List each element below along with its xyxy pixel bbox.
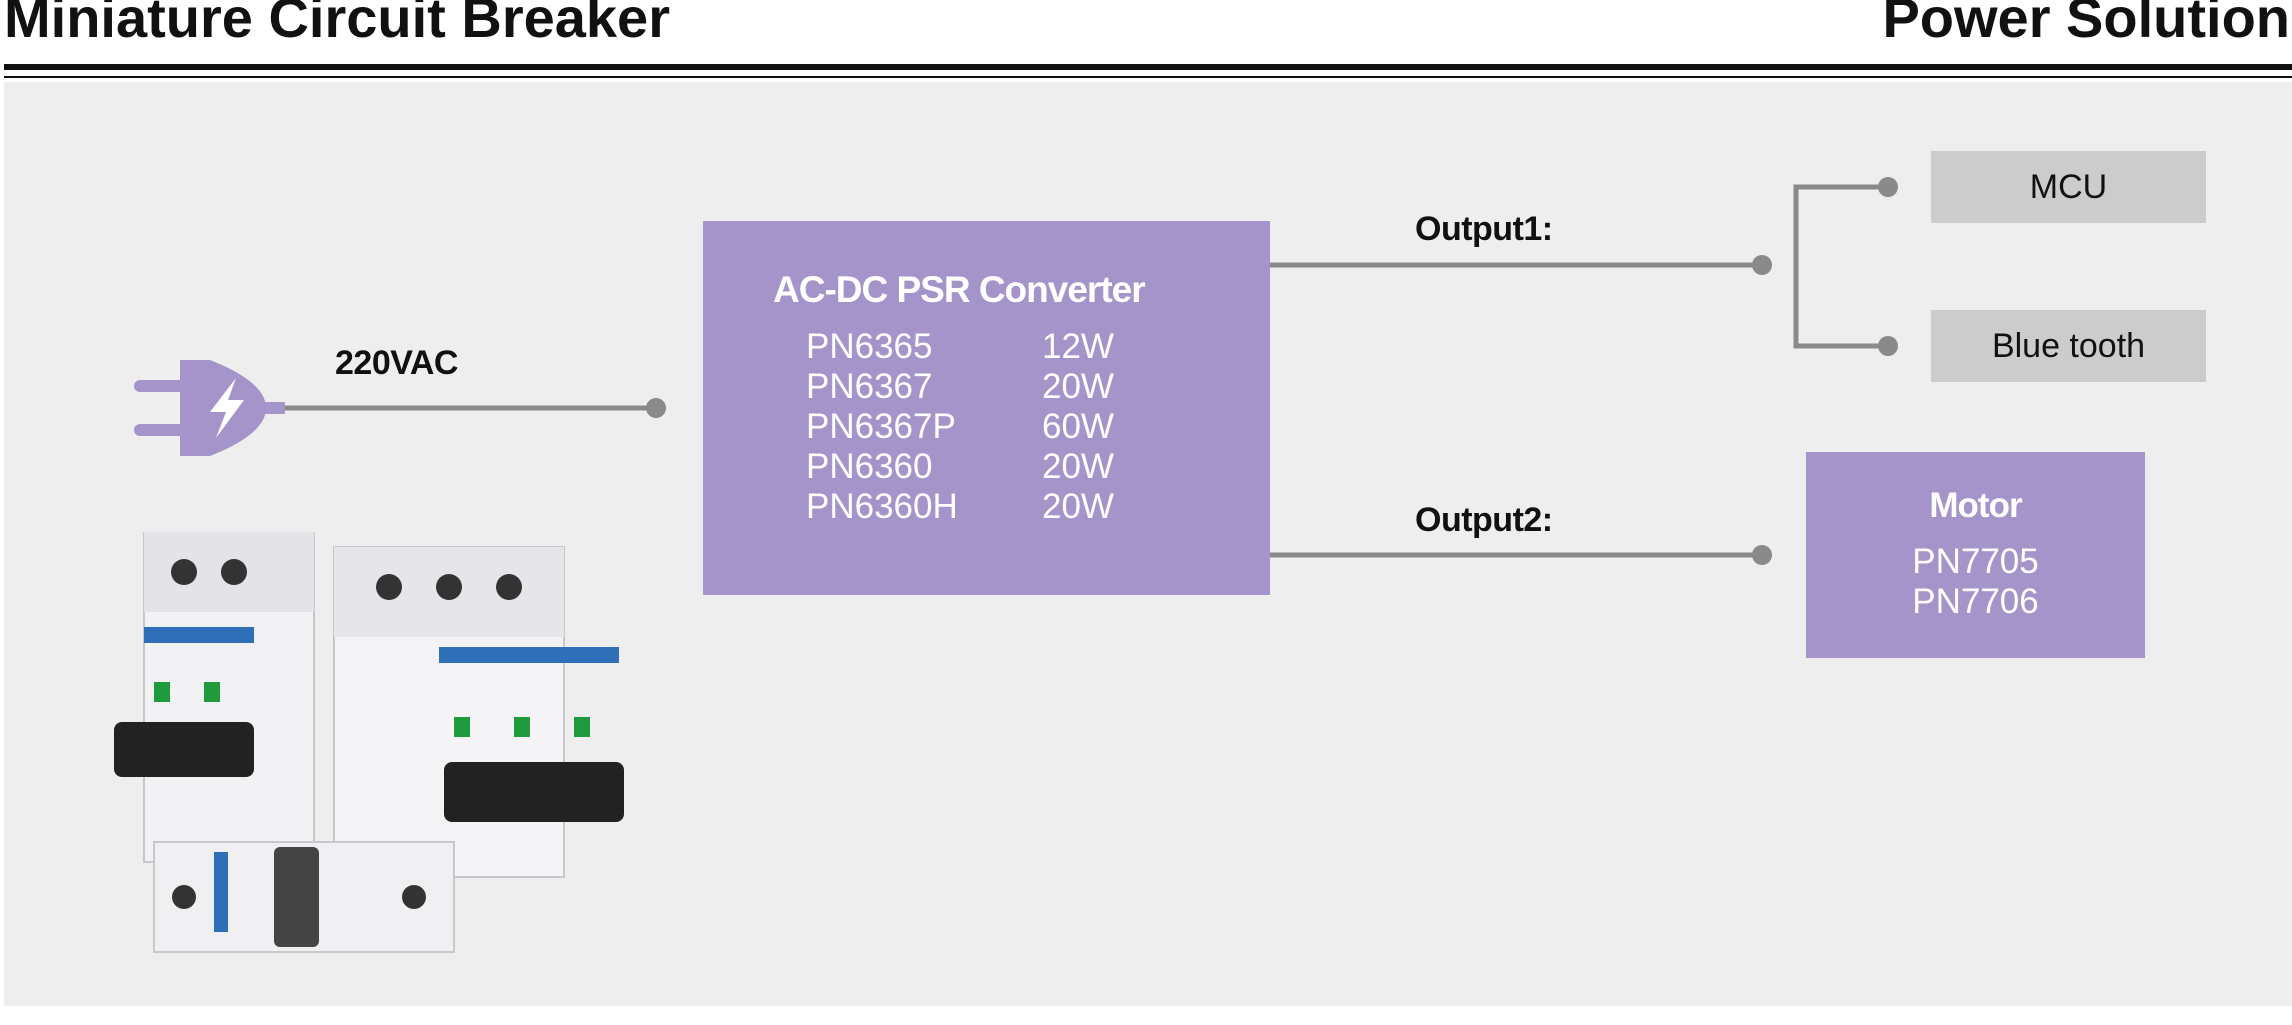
breaker-right [333, 546, 624, 878]
output1-label: Output1: [1415, 210, 1553, 248]
page-title: Miniature Circuit Breaker [4, 0, 670, 49]
converter-power: 60W [1042, 407, 1114, 446]
breaker-left [114, 532, 315, 863]
connector-lines [134, 177, 1898, 565]
section-title: Power Solution [1882, 0, 2290, 49]
converter-power: 20W [1042, 447, 1114, 486]
converter-row: PN6360H 20W [806, 487, 1114, 527]
output1-connector-dot [1752, 255, 1772, 275]
header-divider-thick [4, 64, 2292, 70]
header-divider-thin [4, 76, 2292, 78]
converter-row: PN6360 20W [806, 447, 1114, 487]
output2-connector-dot [1752, 545, 1772, 565]
converter-row: PN6367 20W [806, 367, 1114, 407]
bluetooth-connector-dot [1878, 336, 1898, 356]
converter-power: 20W [1042, 487, 1114, 526]
converter-model: PN6360 [806, 447, 933, 486]
input-connector-dot [646, 398, 666, 418]
bluetooth-box: Blue tooth [1931, 310, 2206, 382]
converter-title: AC-DC PSR Converter [773, 269, 1146, 310]
mcu-connector-dot [1878, 177, 1898, 197]
motor-box: Motor PN7705 PN7706 [1806, 452, 2145, 658]
circuit-breaker-image [114, 532, 624, 953]
converter-model: PN6367P [806, 407, 956, 446]
converter-power: 20W [1042, 367, 1114, 406]
diagram-canvas: 220VAC Output1: Output2: AC-DC PSR Conve… [4, 82, 2292, 1006]
breaker-front [153, 841, 455, 953]
motor-title: Motor [1929, 486, 2022, 525]
converter-model: PN6367 [806, 367, 933, 406]
converter-power: 12W [1042, 327, 1114, 366]
motor-model: PN7705 [1912, 542, 2039, 581]
output2-label: Output2: [1415, 501, 1553, 539]
converter-row: PN6365 12W [806, 327, 1114, 367]
converter-model: PN6365 [806, 327, 933, 366]
branch-bracket [1793, 184, 1888, 349]
converter-row: PN6367P 60W [806, 407, 1114, 447]
mcu-box: MCU [1931, 151, 2206, 223]
input-voltage-label: 220VAC [335, 344, 459, 382]
motor-model: PN7706 [1912, 582, 2039, 621]
power-plug-icon [134, 360, 285, 456]
converter-model: PN6360H [806, 487, 958, 526]
